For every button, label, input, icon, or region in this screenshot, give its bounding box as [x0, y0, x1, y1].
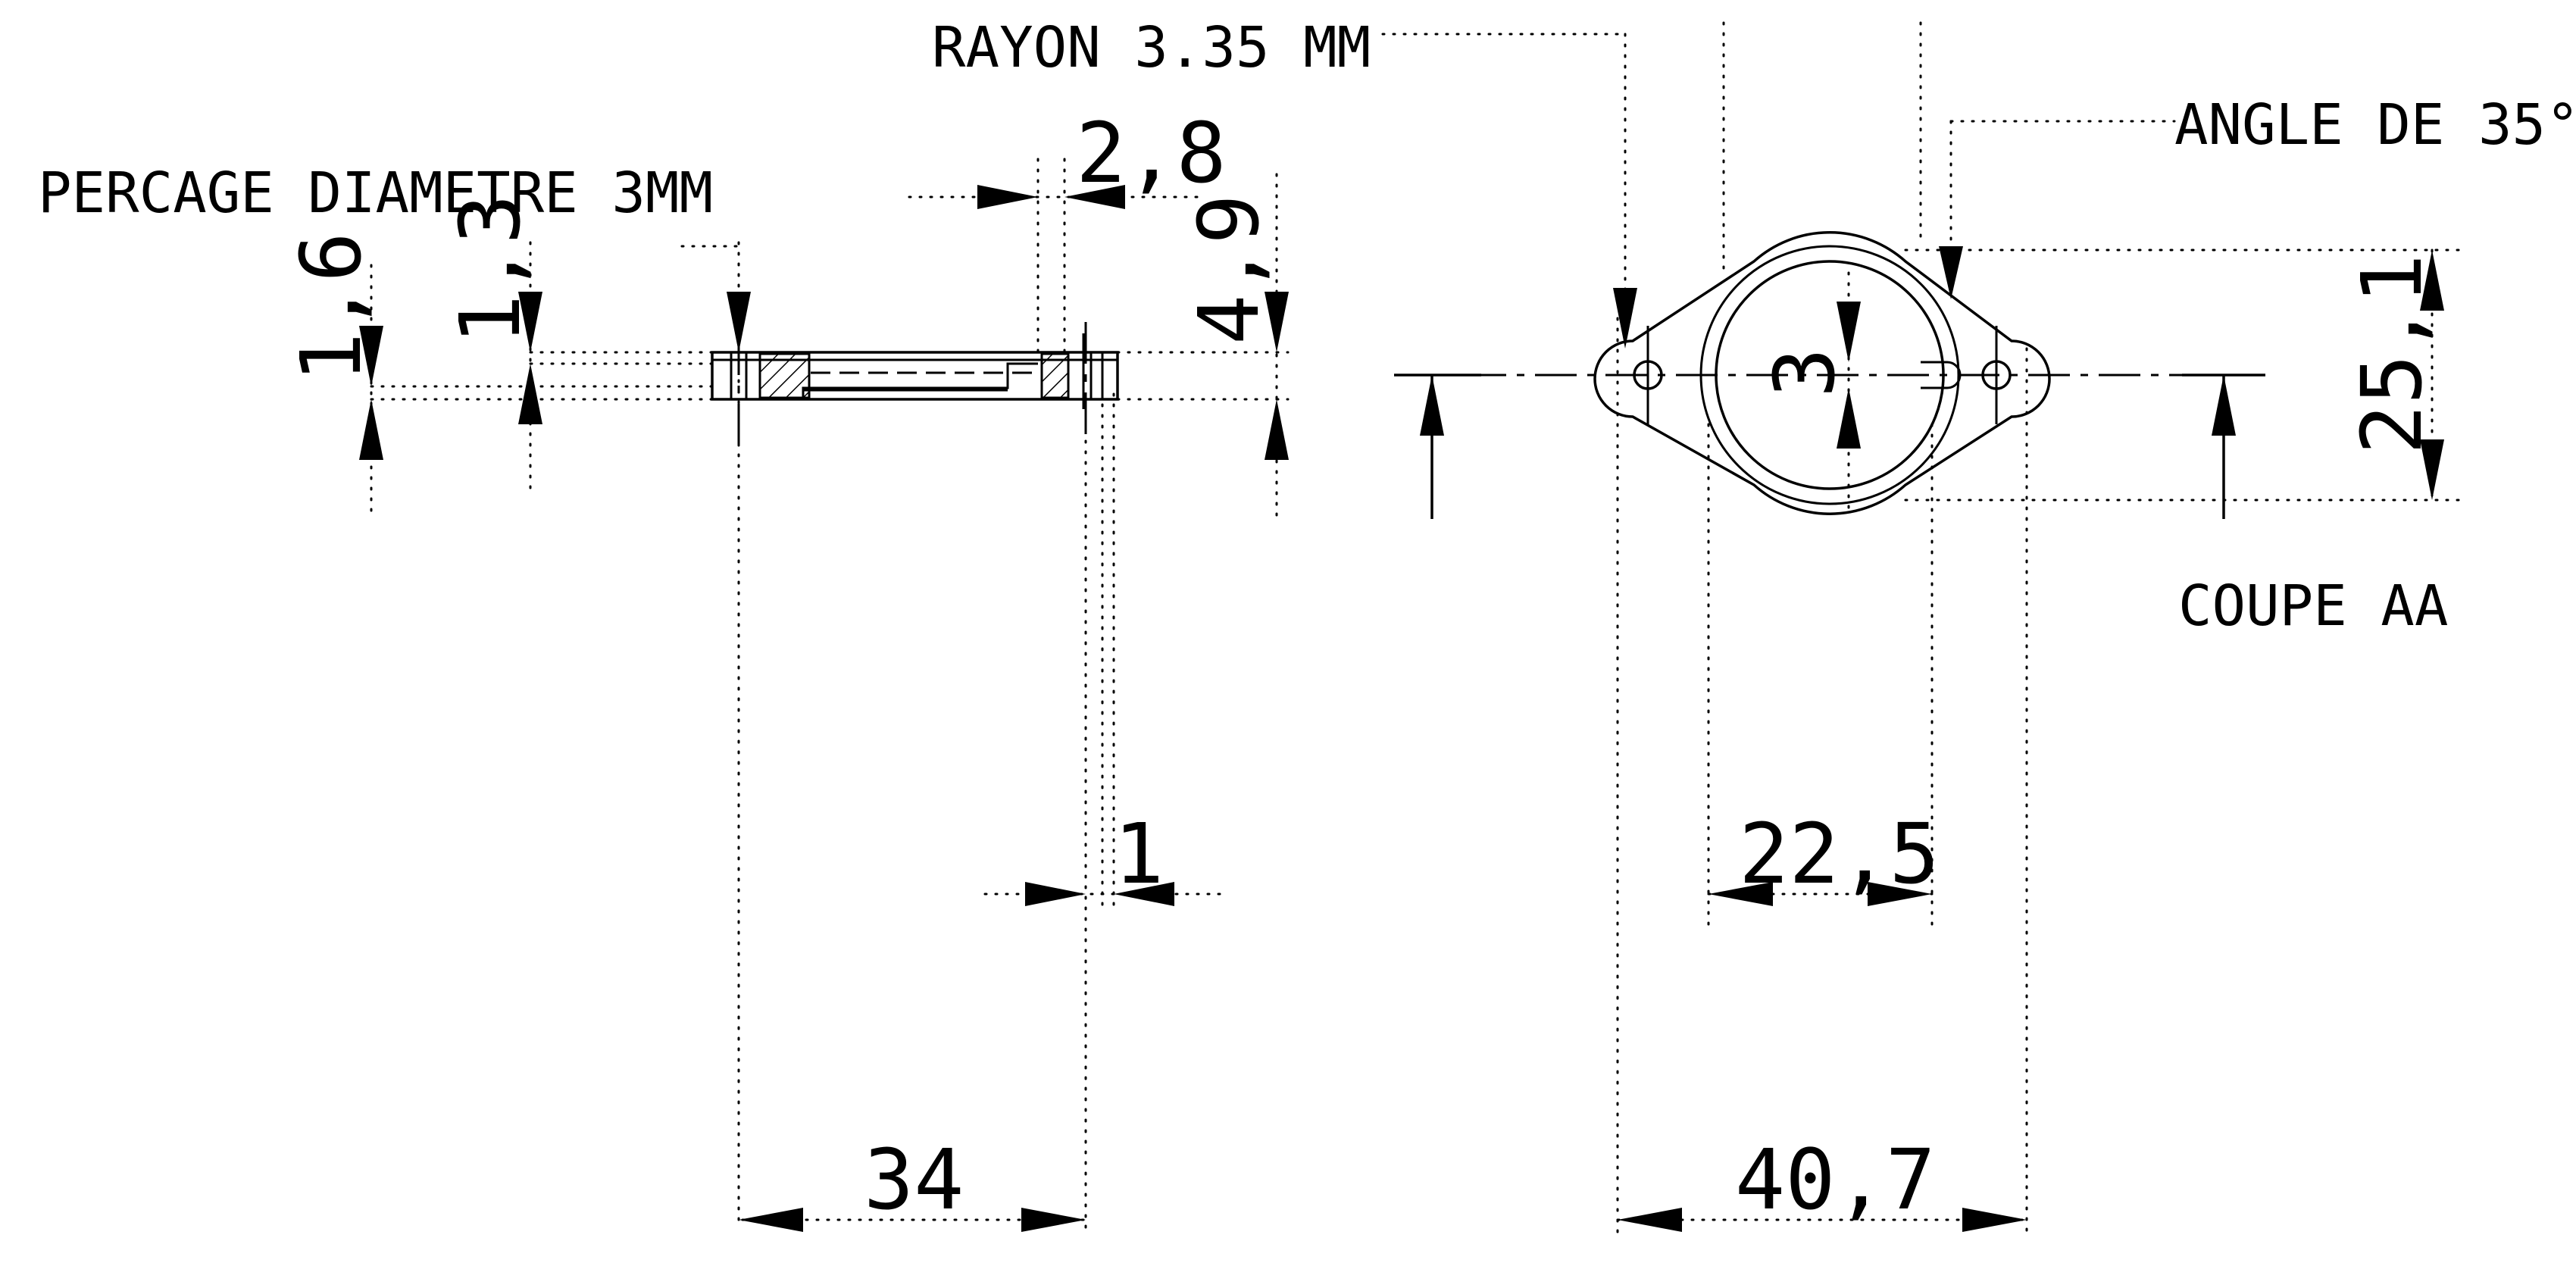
- label-rayon: RAYON 3.35 MM: [932, 15, 1371, 80]
- section-extension-lines: [370, 158, 1290, 1229]
- top-extension-lines: [1381, 21, 2464, 1236]
- section-outline: [711, 351, 1119, 401]
- flange-outline: [1593, 231, 2051, 515]
- section-dimension-arrows: [359, 185, 1289, 1232]
- section-view: [711, 322, 1119, 455]
- hatch-left: [758, 352, 811, 399]
- label-coupe: COUPE AA: [2178, 574, 2448, 639]
- dimension-25-1: 25,1: [2343, 254, 2440, 455]
- dimension-1-6: 1,6: [283, 232, 380, 383]
- dimension-34: 34: [864, 1131, 964, 1228]
- label-percage: PERCAGE DIAMETRE 3MM: [38, 161, 713, 226]
- dimension-4-9: 4,9: [1180, 194, 1277, 345]
- dimension-40-7: 40,7: [1735, 1131, 1936, 1228]
- dimension-1-3: 1,3: [442, 194, 539, 345]
- top-view: [1394, 231, 2265, 519]
- hatch-right: [1040, 352, 1070, 399]
- dimension-3: 3: [1756, 348, 1853, 398]
- top-dimension-arrows: [1613, 246, 2444, 1232]
- dimension-22-5: 22,5: [1739, 805, 1940, 902]
- dimension-2-8: 2,8: [1076, 105, 1227, 202]
- dimension-1: 1: [1114, 805, 1164, 902]
- label-angle: ANGLE DE 35°: [2174, 92, 2576, 158]
